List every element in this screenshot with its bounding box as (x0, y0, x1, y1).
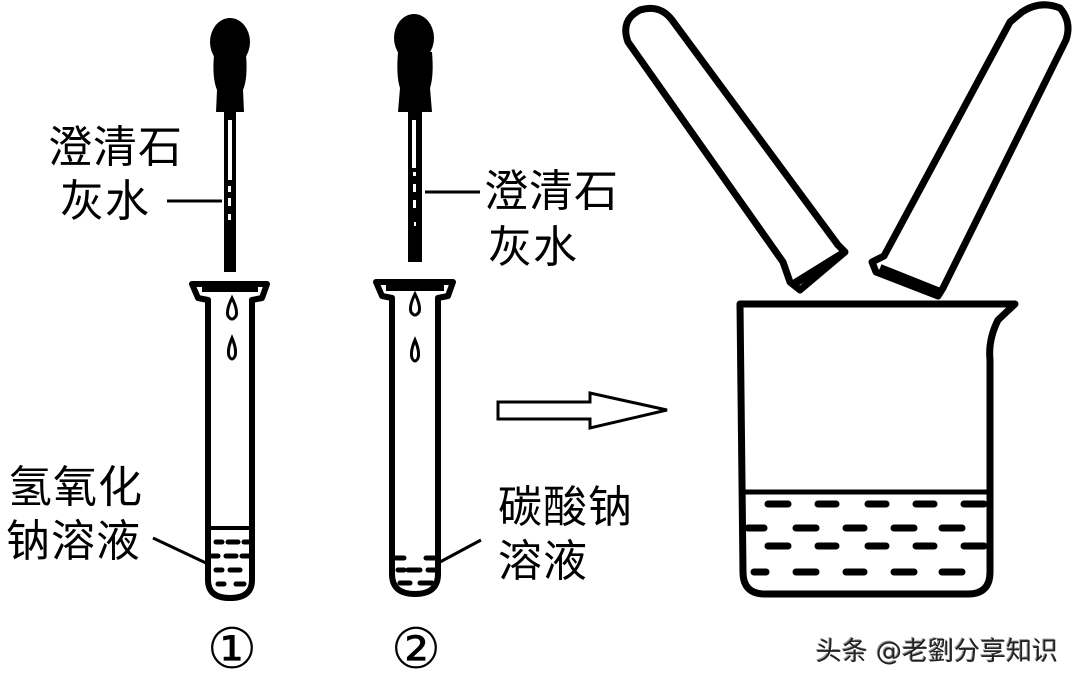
leader-line-tube1 (152, 536, 207, 565)
test-tube-pour-left (622, 4, 849, 294)
dropper2-label-line1: 澄清石 (484, 166, 619, 217)
tube1-number: ① (206, 617, 258, 682)
beaker (736, 300, 1019, 598)
dropper1-label-line2: 灰水 (60, 176, 150, 227)
dropper2-label-line2: 灰水 (488, 222, 578, 273)
test-tube-1 (189, 281, 270, 601)
tube1-solution-label-line2: 钠溶液 (6, 516, 141, 567)
dropper1-label-line1: 澄清石 (48, 122, 183, 173)
tube1-solution-label-line1: 氢氧化 (8, 462, 143, 513)
dropper-2 (394, 14, 434, 262)
test-tube-2 (373, 279, 456, 597)
dropper-1 (210, 18, 250, 272)
watermark: 头条 @老劉分享知识 (815, 637, 1058, 667)
tube2-solution-label-line2: 溶液 (498, 536, 588, 587)
tube2-solution-label-line1: 碳酸钠 (498, 482, 633, 533)
right-arrow-icon (496, 391, 668, 430)
tube2-number: ② (390, 617, 442, 682)
test-tube-pour-right (868, 1, 1072, 300)
leader-line-tube2 (439, 538, 482, 564)
